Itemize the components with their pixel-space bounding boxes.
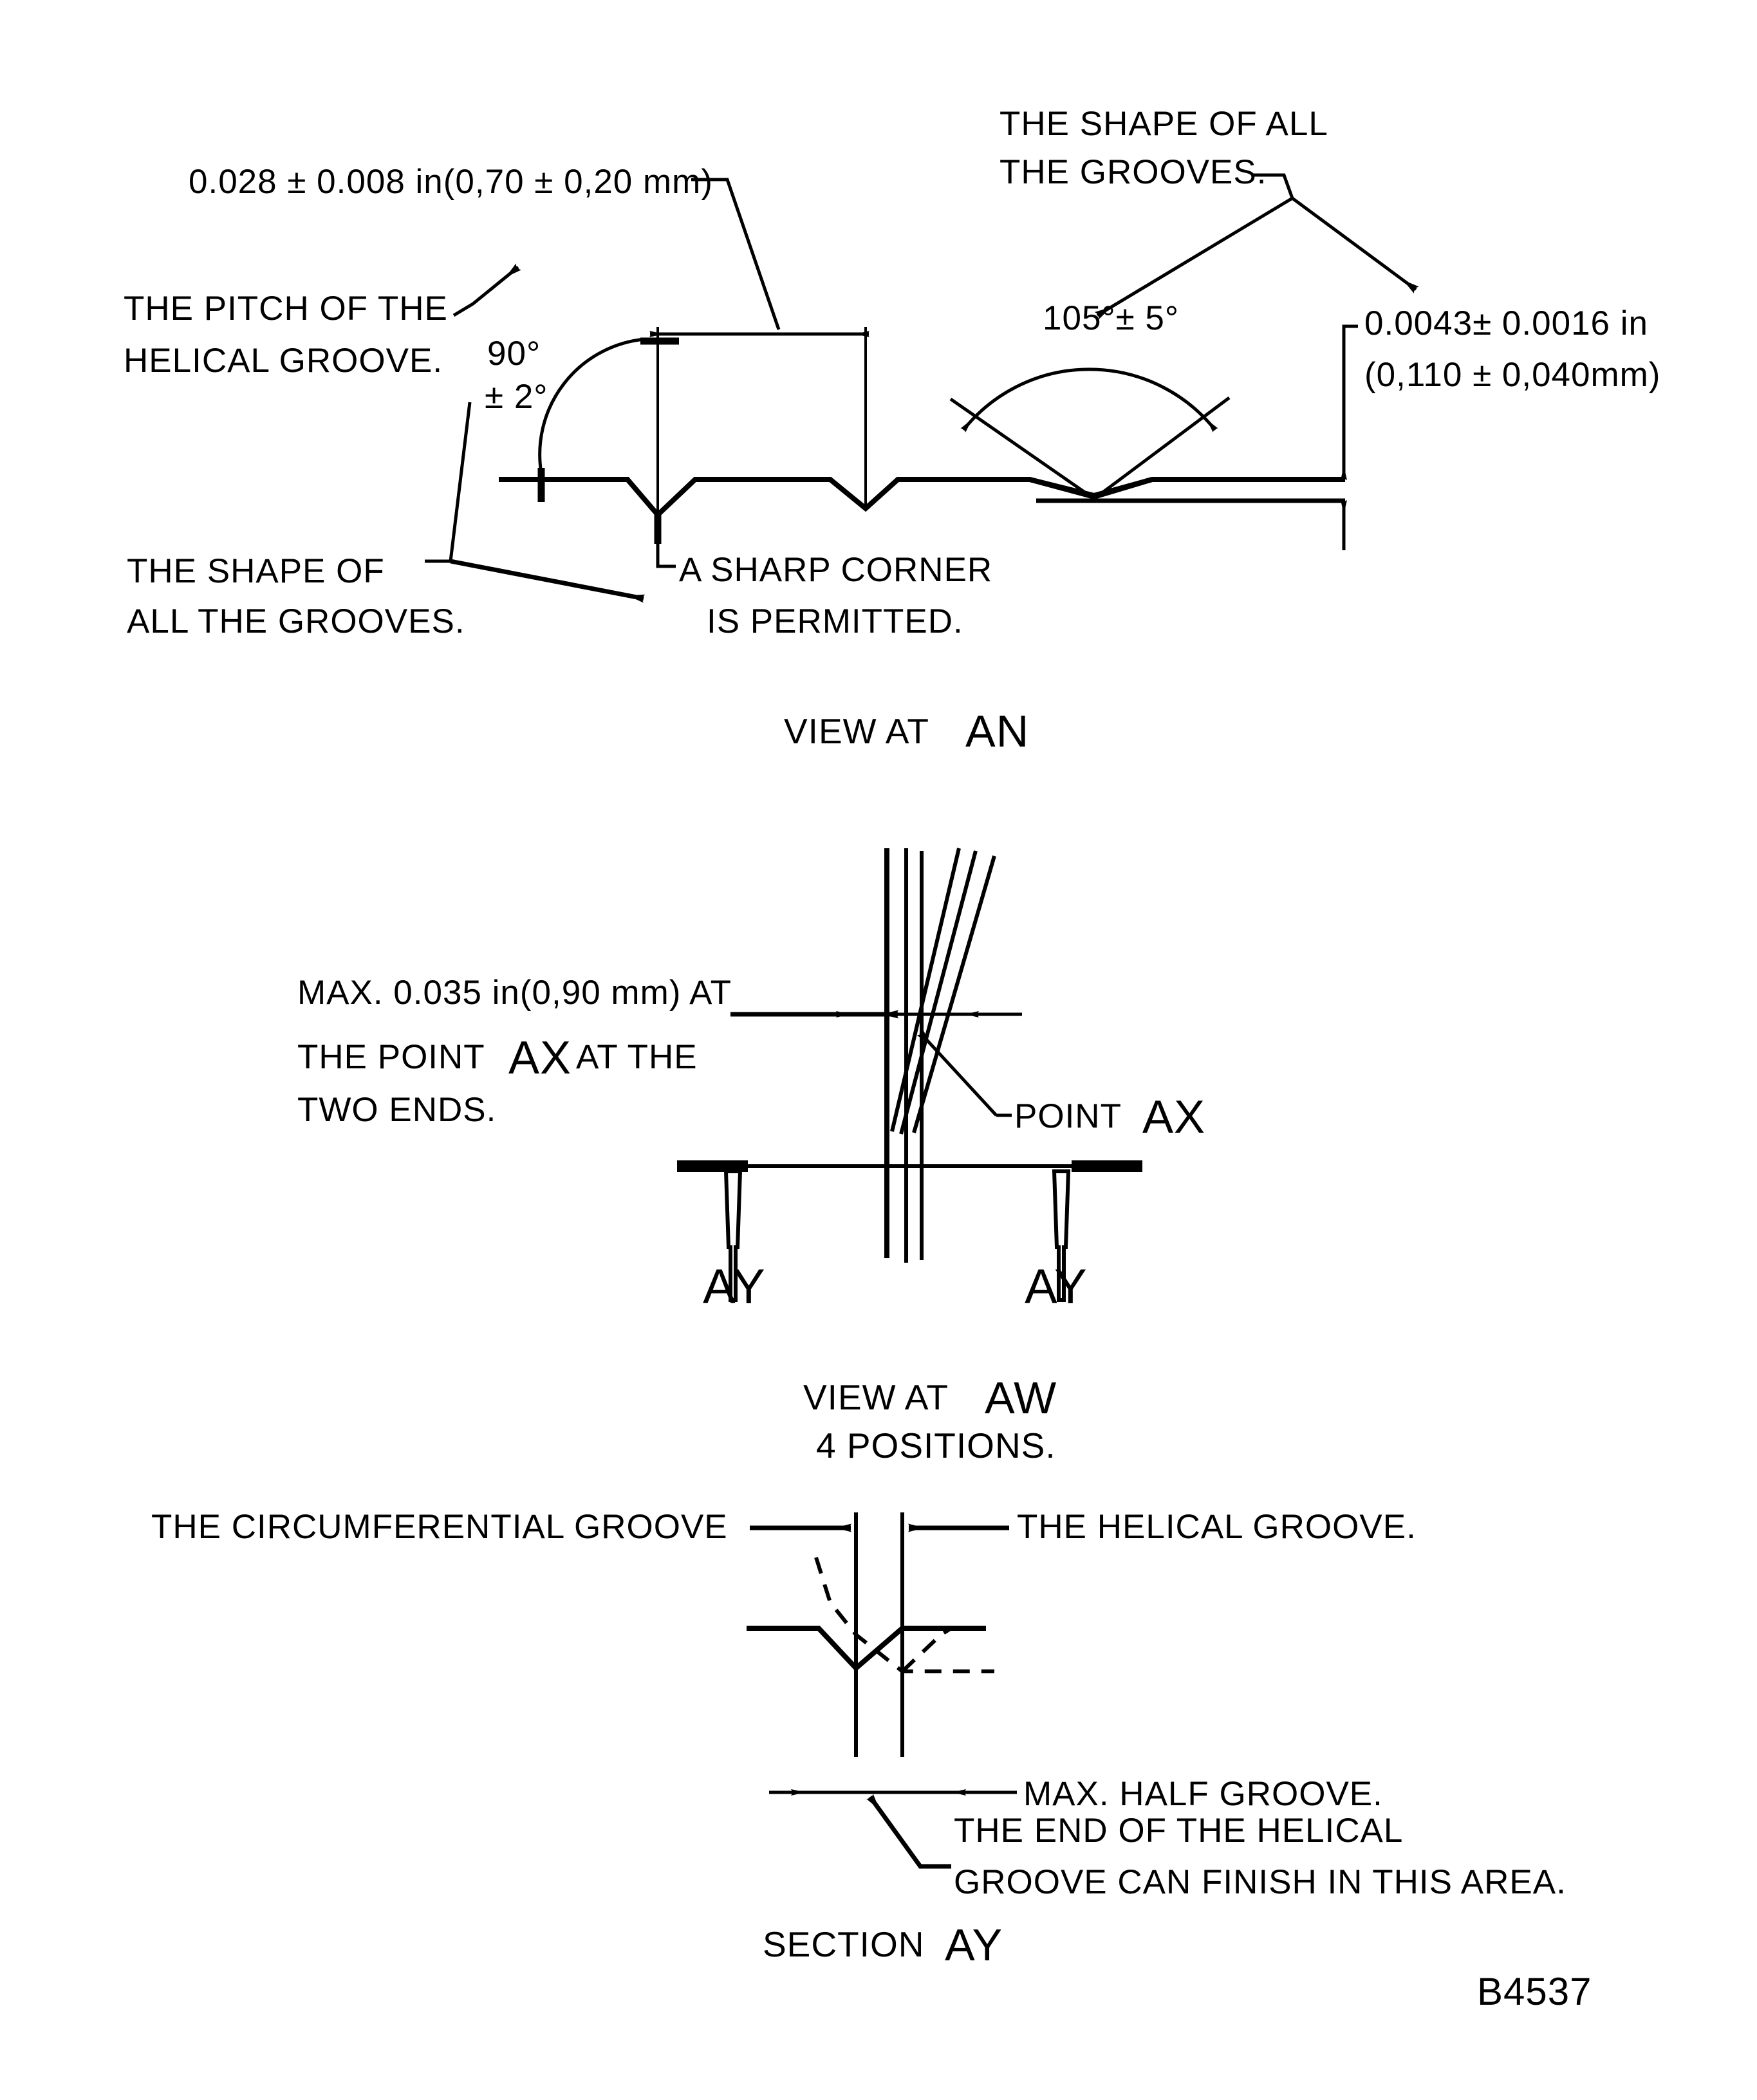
shape-left-leader-arrow (450, 559, 646, 603)
ay-groove-profile-dashed (814, 1557, 994, 1673)
section-arrow-left-label: AY (703, 1259, 766, 1314)
end-helical-groove-leader (866, 1794, 951, 1869)
shape-all-grooves-top-line1: THE SHAPE OF ALL (999, 105, 1328, 143)
shape-grooves-leader-right (1291, 196, 1419, 293)
angle-105-arc (960, 367, 1218, 432)
view-aw-caption-sub: 4 POSITIONS. (816, 1426, 1056, 1465)
sharp-corner-leader (656, 544, 676, 568)
pitch-dimension-leader (691, 178, 781, 330)
max-ax-line3: TWO ENDS. (297, 1091, 496, 1129)
helical-groove-label: THE HELICAL GROOVE. (1017, 1508, 1417, 1546)
view-aw-caption-ref: AW (985, 1373, 1057, 1423)
section-arrow-right-glyph (1052, 1169, 1071, 1302)
section-cut-thick-left (677, 1160, 748, 1172)
view-an-caption-prefix: VIEW AT (784, 711, 929, 751)
view-aw-group: MAX. 0.035 in(0,90 mm) AT THE POINT AX A… (297, 848, 1205, 1465)
shape-all-grooves-left-line2: ALL THE GROOVES. (127, 602, 465, 640)
max-ax-line1: MAX. 0.035 in(0,90 mm) AT (297, 974, 732, 1012)
aw-helix-line-2 (899, 850, 978, 1135)
max-ax-line2-a: THE POINT (297, 1038, 485, 1076)
pitch-dimension-label: 0.028 ± 0.008 in(0,70 ± 0,20 mm) (189, 163, 713, 201)
shape-grooves-leader-left (1094, 196, 1294, 320)
point-ax-ref: AX (1142, 1092, 1205, 1143)
section-ay-caption-ref: AY (945, 1920, 1003, 1970)
point-ax-leader (916, 1029, 998, 1117)
angle-105-flank-left (949, 397, 1095, 501)
section-ay-caption-prefix: SECTION (763, 1924, 924, 1964)
aw-helix-line-1 (890, 848, 961, 1132)
ay-groove-profile-dashed-right (900, 1626, 953, 1673)
pitch-leader-arrow (452, 263, 521, 317)
section-arrow-left-glyph (723, 1169, 743, 1302)
ay-groove-profile-solid (747, 1626, 986, 1672)
angle-90-arc (538, 337, 646, 474)
max-ax-line2-b: AT THE (576, 1038, 698, 1076)
max-half-groove-label: MAX. HALF GROOVE. (1023, 1775, 1383, 1813)
depth-dimension-leader (1342, 324, 1358, 426)
end-helical-line2: GROOVE CAN FINISH IN THIS AREA. (954, 1863, 1566, 1901)
circumferential-groove-label: THE CIRCUMFERENTIAL GROOVE (151, 1508, 728, 1546)
shape-all-grooves-left-line1: THE SHAPE OF (127, 552, 385, 590)
section-arrow-right-label: AY (1025, 1259, 1088, 1314)
section-ay-group: THE CIRCUMFERENTIAL GROOVE THE HELICAL G… (151, 1508, 1566, 1970)
view-an-group: 0.028 ± 0.008 in(0,70 ± 0,20 mm) THE PIT… (124, 105, 1660, 756)
depth-dimension-line2: (0,110 ± 0,040mm) (1364, 356, 1660, 394)
end-helical-line1: THE END OF THE HELICAL (954, 1812, 1403, 1850)
sharp-corner-line1: A SHARP CORNER (679, 551, 992, 589)
angle-90-line2: ± 2° (485, 378, 548, 416)
angle-90-line1: 90° (487, 335, 541, 373)
angle-105-label: 105°± 5° (1043, 299, 1179, 337)
max-ax-line2-ref: AX (508, 1032, 572, 1084)
shape-all-grooves-top-line2: THE GROOVES. (999, 153, 1267, 191)
pitch-of-helical-groove-line1: THE PITCH OF THE (124, 290, 448, 328)
pitch-of-helical-groove-line2: HELICAL GROOVE. (124, 342, 443, 380)
section-cut-thick-right (1072, 1160, 1142, 1172)
angle-105-flank-right (1093, 396, 1231, 501)
drawing-number: B4537 (1477, 1970, 1592, 2013)
view-an-caption-ref: AN (965, 706, 1029, 756)
point-ax-label: POINT (1014, 1097, 1122, 1135)
aw-helix-line-3 (912, 855, 996, 1133)
depth-dimension-line1: 0.0043± 0.0016 in (1364, 304, 1648, 342)
view-aw-caption-prefix: VIEW AT (803, 1377, 949, 1417)
shape-grooves-leader-elbow (1252, 173, 1294, 199)
sharp-corner-line2: IS PERMITTED. (707, 602, 963, 640)
